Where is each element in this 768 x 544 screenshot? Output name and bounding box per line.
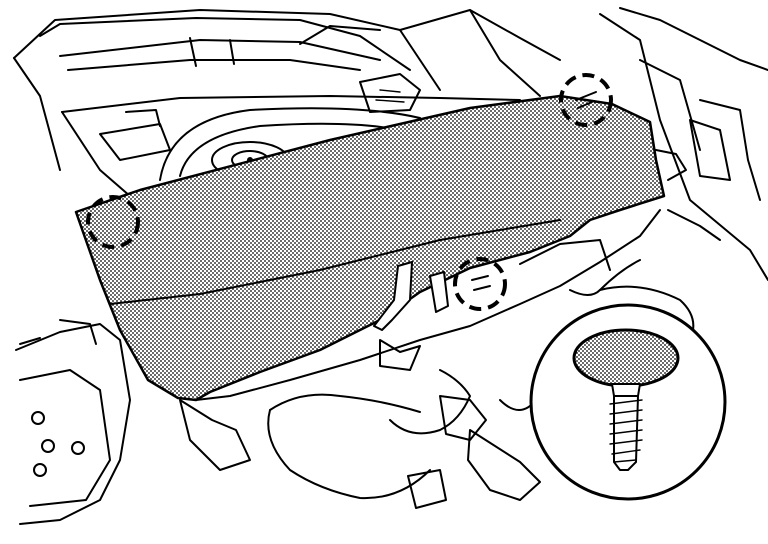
- cargo-floor-outline: [61, 95, 521, 197]
- dashed-circle-callout: [559, 73, 613, 127]
- clip-fastener-icon: [572, 328, 680, 471]
- dashed-circle-callout: [453, 257, 507, 311]
- trim-panel-fold-line: [109, 219, 561, 305]
- panel-lower-brackets: [195, 209, 661, 401]
- right-side-hardware: [569, 149, 721, 341]
- wiring-harness: [179, 339, 541, 509]
- lower-left-trim: [15, 319, 131, 525]
- dashed-circle-callout: [86, 195, 140, 249]
- clip-location-marks: [471, 91, 597, 291]
- vehicle-body-outline: [13, 7, 768, 281]
- clip-detail-inset: [529, 303, 727, 501]
